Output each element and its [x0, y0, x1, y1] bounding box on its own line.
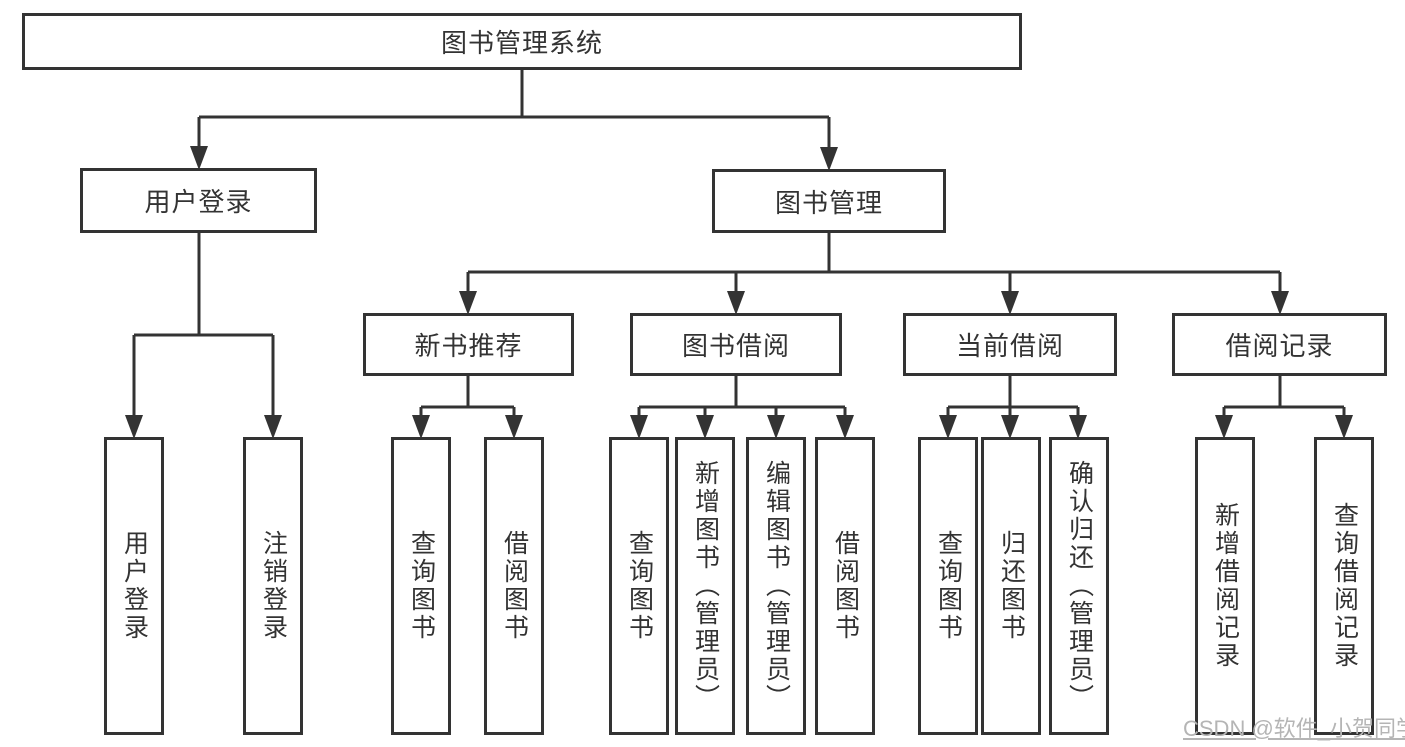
node-borrow-records: 借阅记录	[1172, 313, 1387, 376]
leaf-return-books: 归还图书	[981, 437, 1041, 735]
connector-paths	[132, 70, 1346, 421]
csdn-watermark: CSDN @软件_小贺同学	[1183, 716, 1405, 741]
node-book-management: 图书管理	[712, 169, 946, 233]
leaf-user-login: 用户登录	[104, 437, 164, 735]
node-book-borrow: 图书借阅	[630, 313, 842, 376]
node-root-system: 图书管理系统	[22, 13, 1022, 70]
leaf-query-books-recommend: 查询图书	[391, 437, 451, 735]
arrowheads	[125, 146, 1353, 439]
leaf-query-books-current: 查询图书	[918, 437, 978, 735]
leaf-add-borrow-record: 新增借阅记录	[1195, 437, 1255, 735]
leaf-query-borrow-record: 查询借阅记录	[1314, 437, 1374, 735]
leaf-add-books-admin: 新增图书（管理员）	[675, 437, 735, 735]
node-current-borrow: 当前借阅	[903, 313, 1117, 376]
leaf-confirm-return-admin: 确认归还（管理员）	[1049, 437, 1109, 735]
node-new-book-recommend: 新书推荐	[363, 313, 574, 376]
leaf-query-books-borrow: 查询图书	[609, 437, 669, 735]
node-user-login: 用户登录	[80, 168, 317, 233]
leaf-borrow-books: 借阅图书	[815, 437, 875, 735]
leaf-borrow-books-recommend: 借阅图书	[484, 437, 544, 735]
leaf-logout-login: 注销登录	[243, 437, 303, 735]
leaf-edit-books-admin: 编辑图书（管理员）	[746, 437, 806, 735]
